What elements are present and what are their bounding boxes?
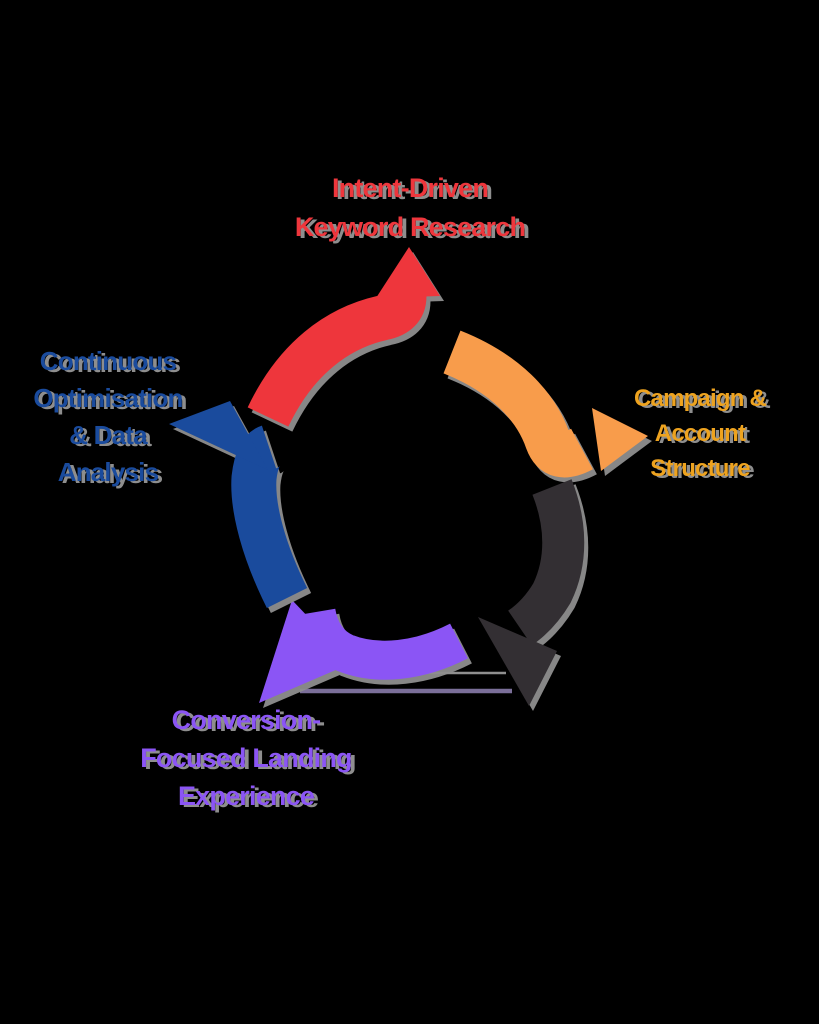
label-line: Optimisation <box>33 383 183 413</box>
label-line: Continuous <box>39 346 177 376</box>
arrow-optimisation-analysis <box>169 401 308 609</box>
label-line: Conversion- <box>171 705 322 735</box>
label-line: Campaign & <box>633 385 767 412</box>
label-keyword-research: Intent-Driven Keyword Research <box>230 169 590 247</box>
label-landing-experience: Conversion- Focused Landing Experience <box>115 701 377 815</box>
label-line: Focused Landing <box>140 743 352 773</box>
arrow-landing-experience <box>259 600 468 703</box>
label-line: & Data <box>69 420 147 450</box>
arrow-landing-experience-head <box>259 600 352 703</box>
arrow-keyword-research <box>247 247 440 428</box>
arrow-optimisation-analysis-head <box>169 401 268 470</box>
label-optimisation-analysis: Continuous Optimisation & Data Analysis <box>12 343 204 491</box>
arrow-campaign-structure-ribbon <box>443 330 593 478</box>
label-line: Experience <box>177 781 315 811</box>
arrow-dark-unlabeled <box>478 479 585 706</box>
label-line: Account <box>654 420 746 447</box>
label-line: Structure <box>650 455 750 482</box>
arrow-keyword-research-head <box>376 247 440 298</box>
arrow-keyword-research-ribbon <box>247 293 427 428</box>
label-line: Keyword Research <box>294 212 526 242</box>
arrow-campaign-structure <box>443 330 648 478</box>
arrow-campaign-structure-head <box>592 408 648 471</box>
arrow-dark-unlabeled-head <box>478 617 557 706</box>
arrow-optimisation-analysis-ribbon <box>231 425 308 609</box>
label-line: Intent-Driven <box>331 173 489 203</box>
arrow-dark-unlabeled-ribbon <box>507 479 585 646</box>
label-campaign-structure: Campaign & Account Structure <box>595 381 805 486</box>
arrow-landing-experience-ribbon <box>296 607 468 680</box>
label-line: Analysis <box>57 457 159 487</box>
